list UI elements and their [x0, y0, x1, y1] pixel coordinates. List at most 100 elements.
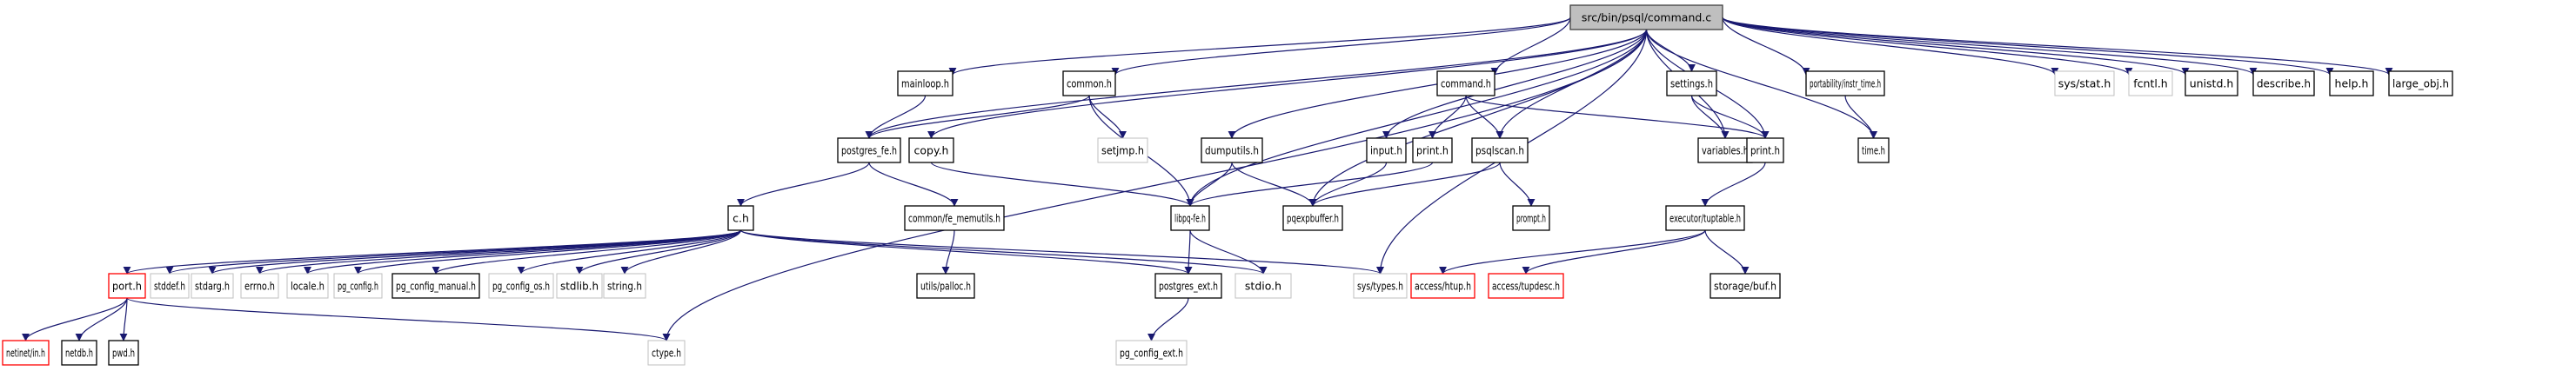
edge-postgres_fe-to-fe_memutils [868, 162, 959, 207]
node-libpq-fe-h[interactable]: libpq-fe.h [1170, 205, 1210, 231]
node-label: postgres_ext.h [1159, 280, 1218, 293]
edge-root-to-libpq_fe [1186, 29, 1648, 207]
node-box [2252, 70, 2315, 96]
node-common-h[interactable]: common.h [1062, 70, 1116, 96]
node-postgres-ext-h[interactable]: postgres_ext.h [1154, 273, 1222, 299]
node-common-fe-memutils-h[interactable]: common/fe_memutils.h [904, 205, 1005, 231]
edge-root-to-mainloop [948, 17, 1571, 76]
node-describe-h[interactable]: describe.h [2252, 70, 2315, 96]
node-box [2185, 70, 2238, 96]
node-box [150, 273, 190, 299]
node-box [1170, 205, 1210, 231]
node-input-h[interactable]: input.h [1366, 137, 1407, 163]
edge-root-to-unistd [1722, 17, 2190, 76]
node-prompt-h[interactable]: prompt.h [1512, 205, 1550, 231]
node-box [837, 137, 901, 163]
edge-root-to-sys_stat [1722, 17, 2059, 76]
edge-root-to-instr_time [1722, 17, 1810, 76]
node-box [240, 273, 279, 299]
node-stdio-h: stdio.h [1234, 273, 1292, 299]
node-box [1666, 70, 1717, 96]
edge-command_h-to-psqlscan [1465, 95, 1504, 139]
node-print-h[interactable]: print.h [1746, 137, 1784, 163]
edge-port-to-pwd [119, 297, 128, 341]
node-box [1471, 137, 1529, 163]
node-netinet-in-h[interactable]: netinet/in.h [2, 340, 50, 366]
node-box [2054, 70, 2115, 96]
node-box [897, 70, 953, 96]
node-help-h[interactable]: help.h [2329, 70, 2374, 96]
node-box [2, 340, 50, 366]
node-access-tupdesc-h[interactable]: access/tupdesc.h [1488, 273, 1564, 299]
edge-dumputils-to-libpq_fe [1186, 162, 1233, 207]
node-label: stdlib.h [560, 280, 599, 293]
edge-libpq_fe-to-postgres_ext [1184, 229, 1193, 275]
node-label: pqexpbuffer.h [1287, 212, 1339, 225]
node-box [904, 205, 1005, 231]
node-label: utils/palloc.h [920, 280, 971, 293]
node-label: netdb.h [65, 347, 93, 360]
node-label: stddef.h [154, 280, 185, 293]
node-netdb-h[interactable]: netdb.h [61, 340, 97, 366]
node-label: libpq-fe.h [1174, 212, 1206, 225]
node-settings-h[interactable]: settings.h [1666, 70, 1717, 96]
node-command-h[interactable]: command.h [1436, 70, 1495, 96]
node-box [1412, 137, 1453, 163]
node-label: print.h [1750, 144, 1780, 157]
node-src-bin-psql-command-c[interactable]: src/bin/psql/command.c [1569, 4, 1723, 30]
node-executor-tuptable-h[interactable]: executor/tuptable.h [1665, 205, 1745, 231]
node-box [1282, 205, 1343, 231]
node-pwd-h[interactable]: pwd.h [108, 340, 139, 366]
node-label: input.h [1370, 144, 1402, 157]
node-label: errno.h [244, 280, 275, 293]
node-access-htup-h[interactable]: access/htup.h [1410, 273, 1475, 299]
node-box [1062, 70, 1116, 96]
node-ctype-h: ctype.h [647, 340, 686, 366]
edge-postgres_fe-to-c_h [737, 162, 870, 207]
edge-root-to-fcntl [1722, 17, 2133, 76]
node-unistd-h[interactable]: unistd.h [2185, 70, 2238, 96]
node-box [61, 340, 97, 366]
node-box [2329, 70, 2374, 96]
node-box [1436, 70, 1495, 96]
node-port-h[interactable]: port.h [108, 273, 146, 299]
node-box [647, 340, 686, 366]
node-string-h: string.h [603, 273, 646, 299]
edge-root-to-ctype [662, 29, 1648, 341]
node-pqexpbuffer-h[interactable]: pqexpbuffer.h [1282, 205, 1343, 231]
node-box [1512, 205, 1550, 231]
edge-common-to-postgres_fe [865, 95, 1090, 139]
node-label: command.h [1441, 77, 1491, 90]
node-box [556, 273, 603, 299]
node-variables-h[interactable]: variables.h [1697, 137, 1753, 163]
edge-instr_time-to-time [1844, 95, 1877, 139]
node-box [1353, 273, 1408, 299]
node-box [1201, 137, 1263, 163]
node-label: c.h [733, 212, 749, 225]
node-storage-buf-h[interactable]: storage/buf.h [1710, 273, 1781, 299]
node-label: access/htup.h [1415, 280, 1471, 293]
edge-port-to-netdb [75, 297, 128, 341]
node-postgres-fe-h[interactable]: postgres_fe.h [837, 137, 901, 163]
node-pg-config-manual-h[interactable]: pg_config_manual.h [391, 273, 480, 299]
node-c-h[interactable]: c.h [727, 205, 754, 231]
edge-c_h-to-port [123, 229, 742, 275]
node-time-h[interactable]: time.h [1857, 137, 1890, 163]
edge-c_h-to-pg_config [354, 229, 742, 275]
edge-print_b-to-tuptable [1701, 162, 1766, 207]
node-label: print.h [1416, 144, 1449, 157]
edge-c_h-to-postgres_ext [739, 229, 1193, 275]
node-box [1366, 137, 1407, 163]
node-dumputils-h[interactable]: dumputils.h [1201, 137, 1263, 163]
node-label: netinet/in.h [6, 347, 45, 360]
node-copy-h[interactable]: copy.h [908, 137, 954, 163]
node-portability-instr-time-h[interactable]: portability/instr_time.h [1805, 70, 1885, 96]
node-mainloop-h[interactable]: mainloop.h [897, 70, 953, 96]
node-print-h[interactable]: print.h [1412, 137, 1453, 163]
node-psqlscan-h[interactable]: psqlscan.h [1471, 137, 1529, 163]
node-label: pwd.h [112, 347, 135, 360]
edge-root-to-command_h [1490, 17, 1571, 76]
node-large-obj-h[interactable]: large_obj.h [2388, 70, 2453, 96]
node-box [1697, 137, 1753, 163]
node-utils-palloc-h[interactable]: utils/palloc.h [916, 273, 975, 299]
